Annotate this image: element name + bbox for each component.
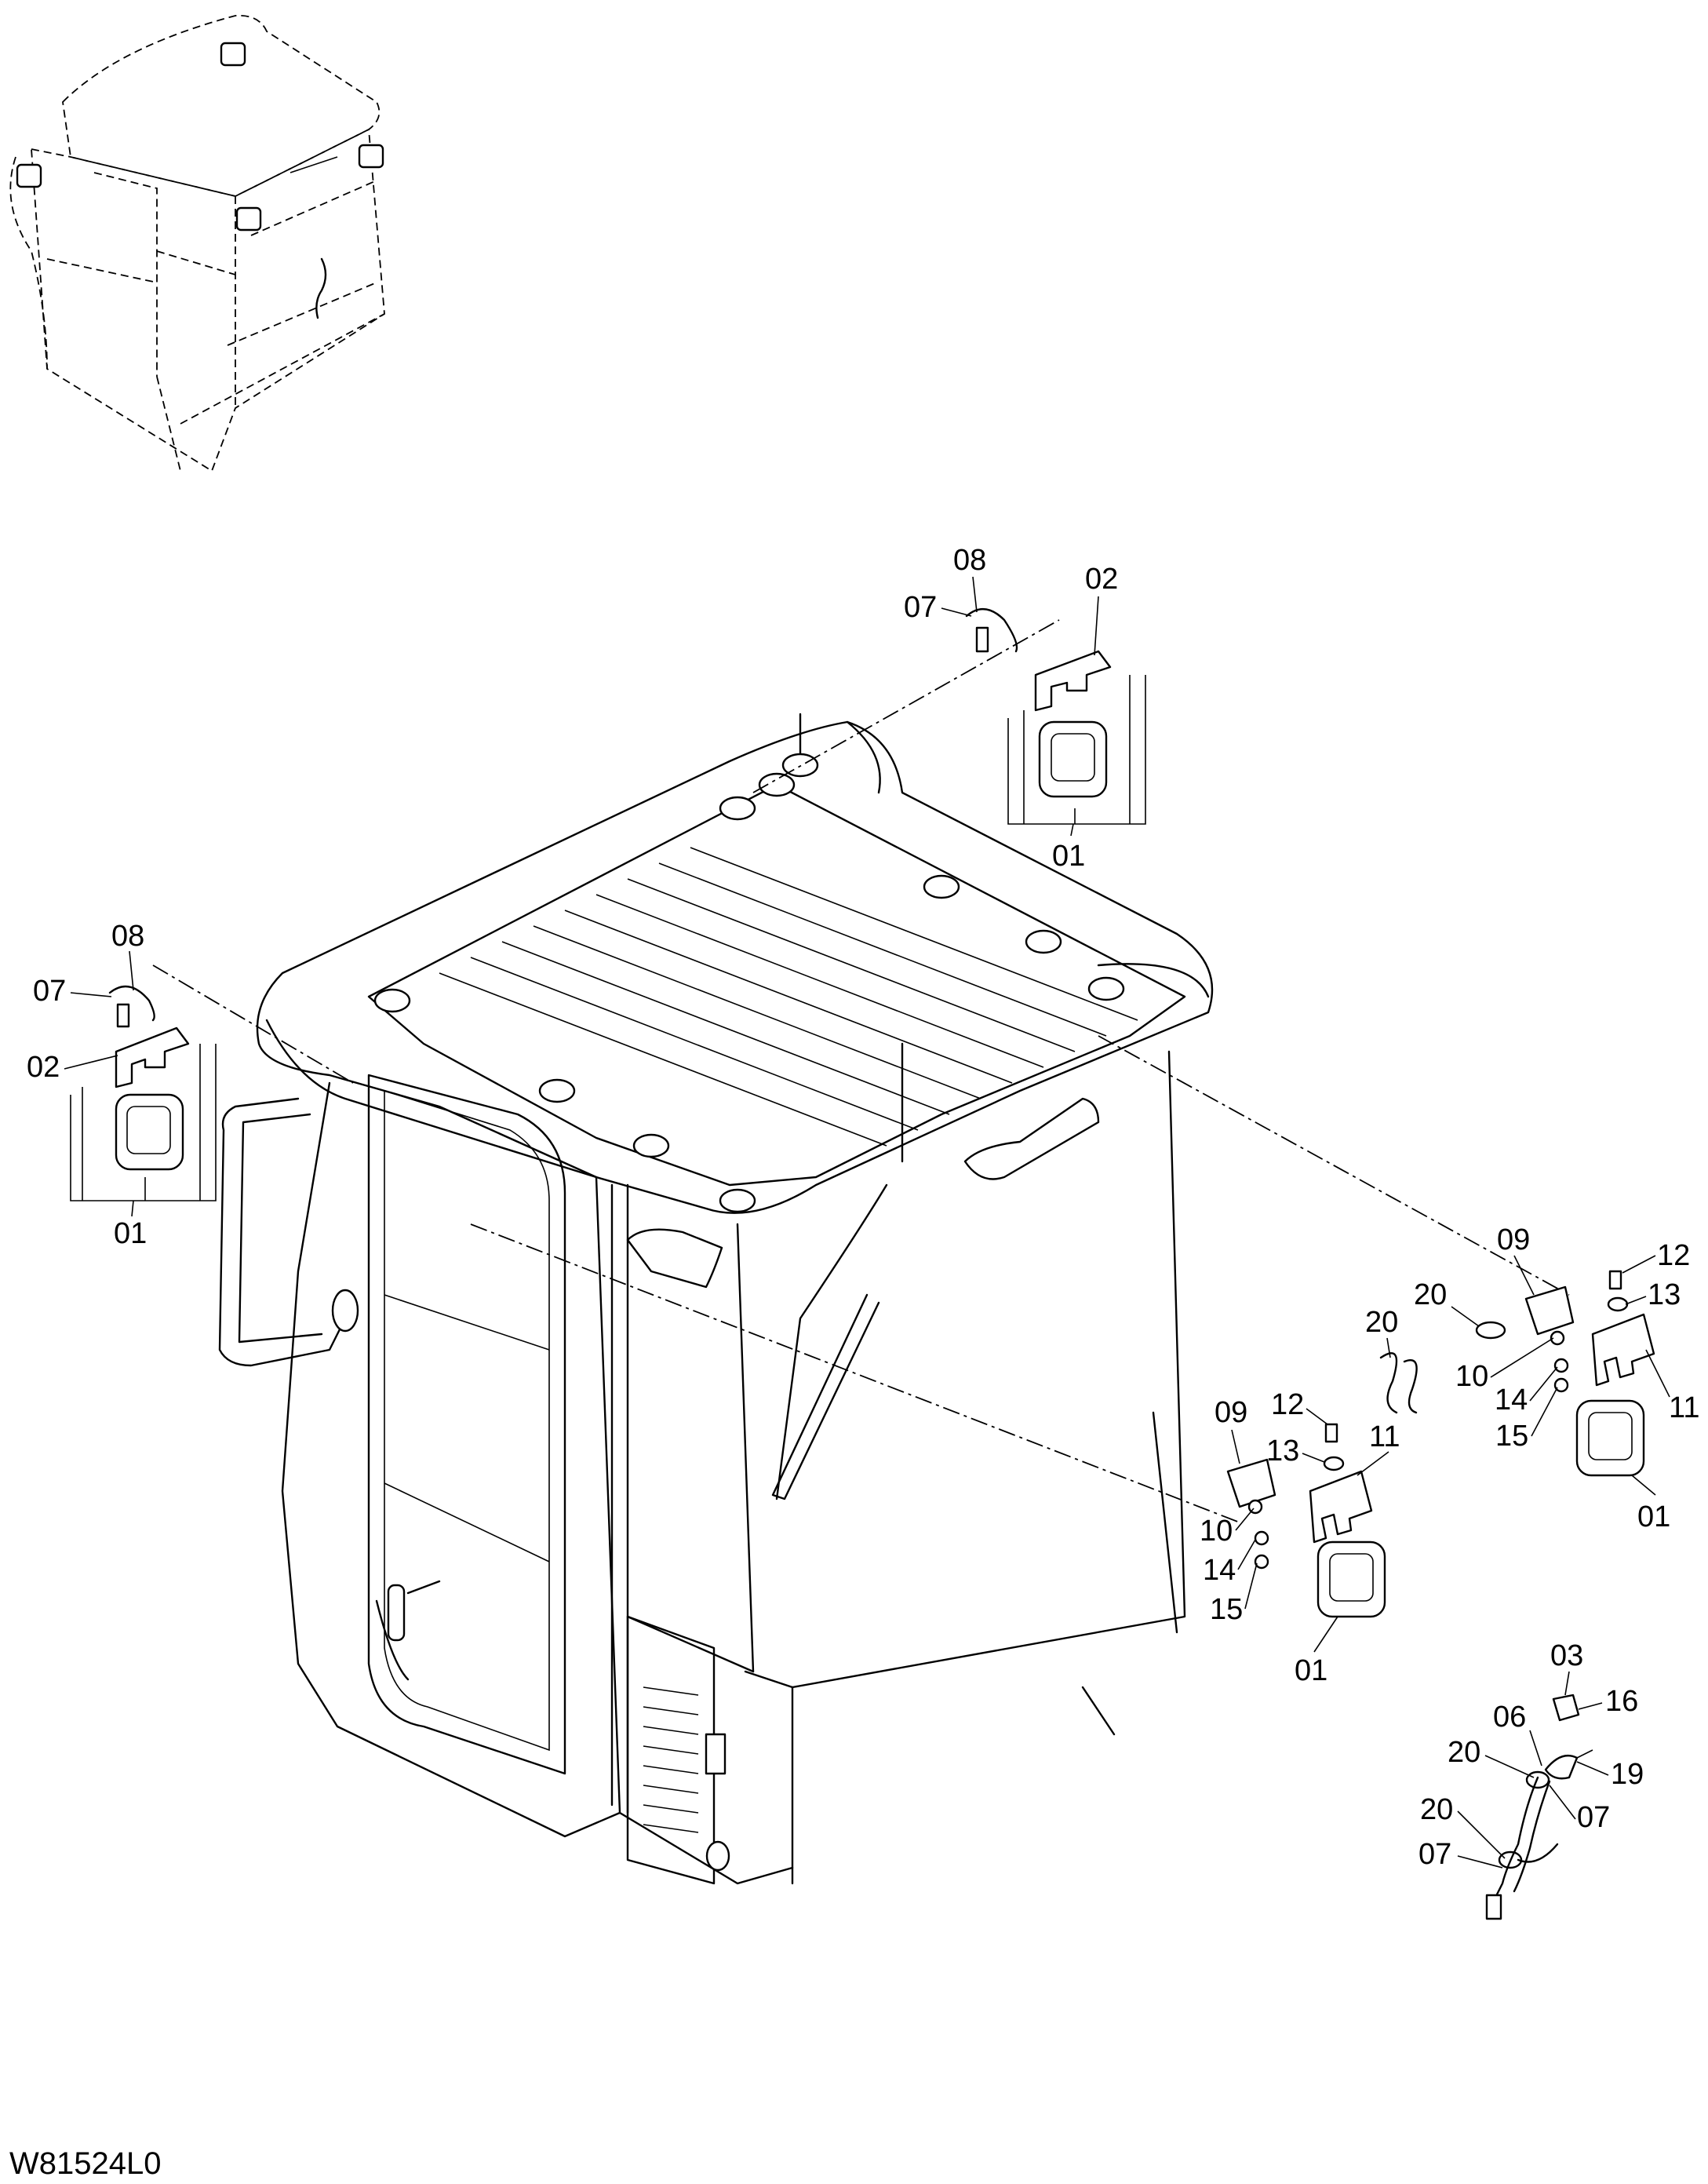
callout-label: 01 [1295,1654,1327,1687]
roof-front-handle [626,1228,723,1289]
callout-label: 10 [1200,1515,1233,1548]
callout-label: 09 [1497,1223,1530,1256]
connector-icon [1485,1894,1502,1920]
cable-tie-icon [1475,1321,1506,1340]
callout-label: 12 [1657,1239,1690,1272]
washer-icon [1254,1530,1269,1546]
callout-label: 20 [1448,1736,1480,1769]
callout-label: 15 [1495,1420,1528,1453]
callout-label: 07 [1418,1838,1451,1871]
callout-label: 01 [1637,1500,1670,1533]
bracket-icon [1309,1470,1373,1544]
lamp-assembly-far-right [1475,1270,1655,1477]
work-lamp-icon [1575,1399,1645,1477]
inset-lamp-icon [358,144,384,169]
callout-label: 16 [1605,1685,1638,1718]
callout-label: 02 [1085,563,1118,596]
bolt-icon [1324,1423,1338,1443]
lamp-assembly-top [965,608,1146,825]
callout-label: 14 [1203,1554,1236,1587]
wire-harness-assembly [1485,1694,1593,1920]
callout-label: 20 [1365,1306,1398,1339]
washer-icon [1553,1358,1569,1373]
washer-icon [1323,1456,1345,1471]
nut-icon [1254,1554,1269,1570]
bracket-icon [1591,1313,1655,1387]
work-lamp-icon [1317,1540,1386,1618]
callout-label: 07 [904,591,937,624]
drawing-code: W81524L0 [9,2146,161,2181]
cable-clip-icon [108,985,155,1022]
inset-lamp-icon [220,42,246,67]
left-grab-handle [218,1097,347,1367]
callout-label: 09 [1215,1396,1247,1429]
bolt-icon [1550,1330,1565,1346]
callout-label: 11 [1669,1391,1699,1424]
callout-label: 08 [953,544,986,577]
bolt-icon [1608,1270,1622,1290]
bracket-icon [1226,1458,1276,1508]
callout-leaders [64,576,1670,1869]
callout-label: 20 [1414,1278,1447,1311]
louver-panel [626,1615,730,1885]
overview-inset [9,14,385,472]
callout-label: 07 [1577,1801,1610,1834]
inset-harness-icon [315,257,327,319]
callout-label: 13 [1648,1278,1681,1311]
inset-lamp-icon [235,206,262,232]
work-lamp-icon [1038,720,1108,798]
cable-tie-icon [1379,1352,1398,1414]
cable-clip-icon [965,608,1018,653]
callout-label: 01 [1052,840,1085,873]
callout-label: 15 [1210,1593,1243,1626]
bracket-icon [1524,1285,1575,1336]
bracket-icon [115,1026,190,1088]
callout-label: 01 [114,1217,147,1250]
cab-assembly [218,713,1214,1885]
callout-labels: 08 07 02 01 08 07 02 01 09 12 13 11 10 1… [27,544,1699,1871]
work-lamp-icon [115,1093,184,1171]
lamp-assembly-left [70,985,217,1201]
roof-side-handle [963,1097,1100,1180]
leader-lines [152,619,1570,1523]
nut-icon [1553,1377,1569,1393]
callout-label: 02 [27,1051,60,1084]
roof-bosses [373,753,1125,1213]
cable-tail [1081,1686,1116,1736]
bracket-icon [1034,650,1112,712]
callout-label: 19 [1611,1758,1644,1791]
callout-label: 14 [1495,1384,1528,1417]
callout-label: 07 [33,975,66,1008]
lamp-assembly-mid-right [1226,1352,1418,1618]
callout-label: 03 [1550,1639,1583,1672]
callout-label: 12 [1271,1388,1304,1421]
callout-label: 10 [1455,1360,1488,1393]
connector-icon [1552,1694,1580,1722]
callout-label: 06 [1493,1701,1526,1734]
callout-label: 08 [111,920,144,953]
wiper-icon [775,1183,888,1500]
cab-door [367,1074,566,1775]
callout-label: 11 [1369,1420,1400,1453]
inset-lamp-icon [16,163,42,188]
washer-icon [1607,1296,1629,1312]
callout-label: 20 [1420,1793,1453,1826]
callout-label: 13 [1266,1435,1299,1468]
